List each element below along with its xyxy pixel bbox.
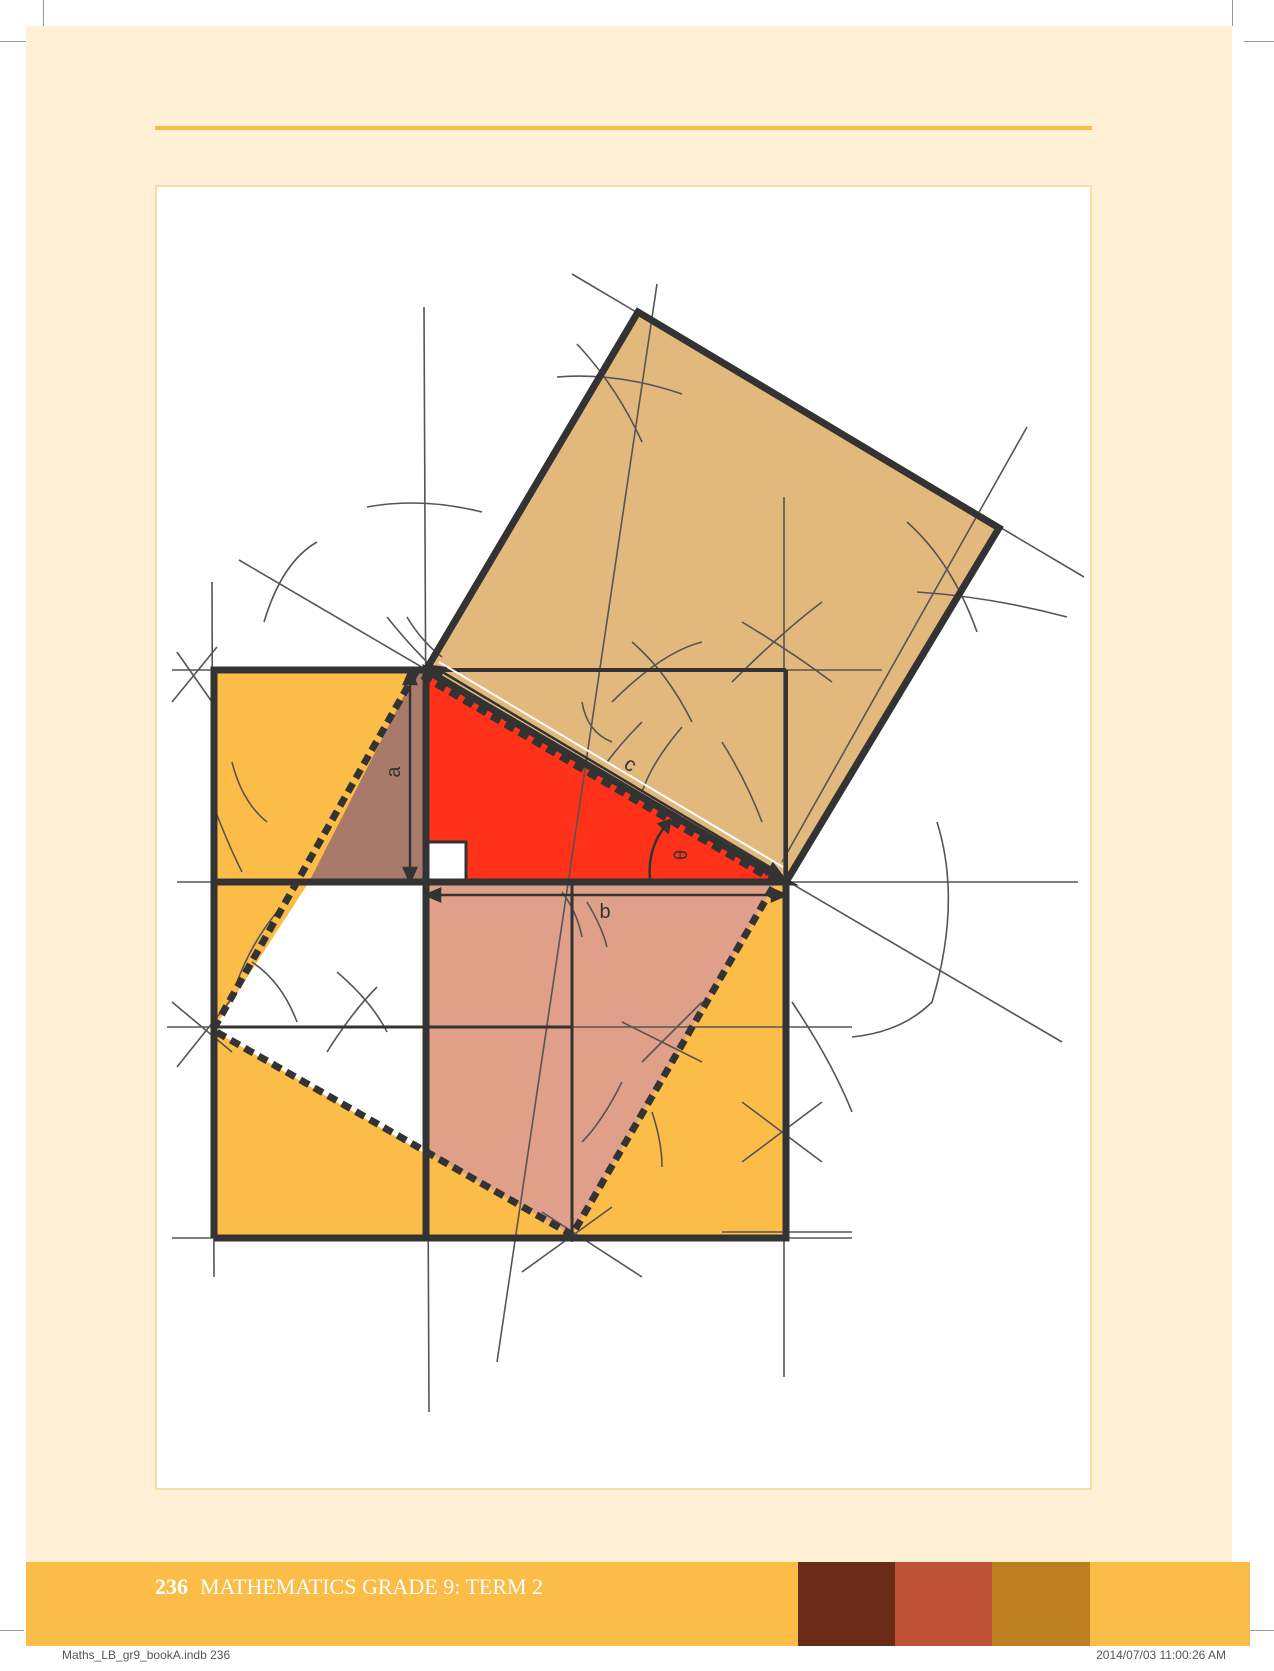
grid-lines	[214, 882, 574, 1238]
crop-mark	[0, 41, 28, 42]
dashed-square	[208, 667, 781, 1240]
crop-mark	[1250, 1630, 1274, 1631]
color-swatch-3	[992, 1562, 1090, 1646]
slug-filename: Maths_LB_gr9_bookA.indb 236	[62, 1648, 231, 1662]
dimension-arrows	[402, 661, 790, 903]
running-title: MATHEMATICS GRADE 9: TERM 2	[200, 1574, 544, 1599]
color-swatch-2	[895, 1562, 993, 1646]
header-rule	[155, 126, 1092, 130]
white-region	[213, 882, 426, 1154]
crop-mark	[1232, 0, 1233, 26]
right-angle-marker	[426, 840, 468, 882]
brown-region	[309, 672, 426, 882]
running-footer: 236 MATHEMATICS GRADE 9: TERM 2	[155, 1572, 543, 1602]
slug-timestamp: 2014/07/03 11:00:26 AM	[1096, 1648, 1226, 1662]
thick-outlines	[210, 307, 1004, 1242]
pink-region	[426, 882, 776, 1235]
figure-panel: a b c θ	[155, 185, 1092, 1490]
crop-mark	[1244, 41, 1274, 42]
crop-mark	[43, 0, 44, 26]
crop-mark	[0, 1630, 24, 1631]
pythagoras-construction-figure: a b c θ	[167, 273, 1085, 1413]
color-swatch-1	[798, 1562, 896, 1646]
label-a: a	[383, 766, 405, 778]
label-b: b	[599, 901, 610, 923]
label-theta: θ	[671, 850, 691, 860]
page-number: 236	[155, 1574, 188, 1599]
